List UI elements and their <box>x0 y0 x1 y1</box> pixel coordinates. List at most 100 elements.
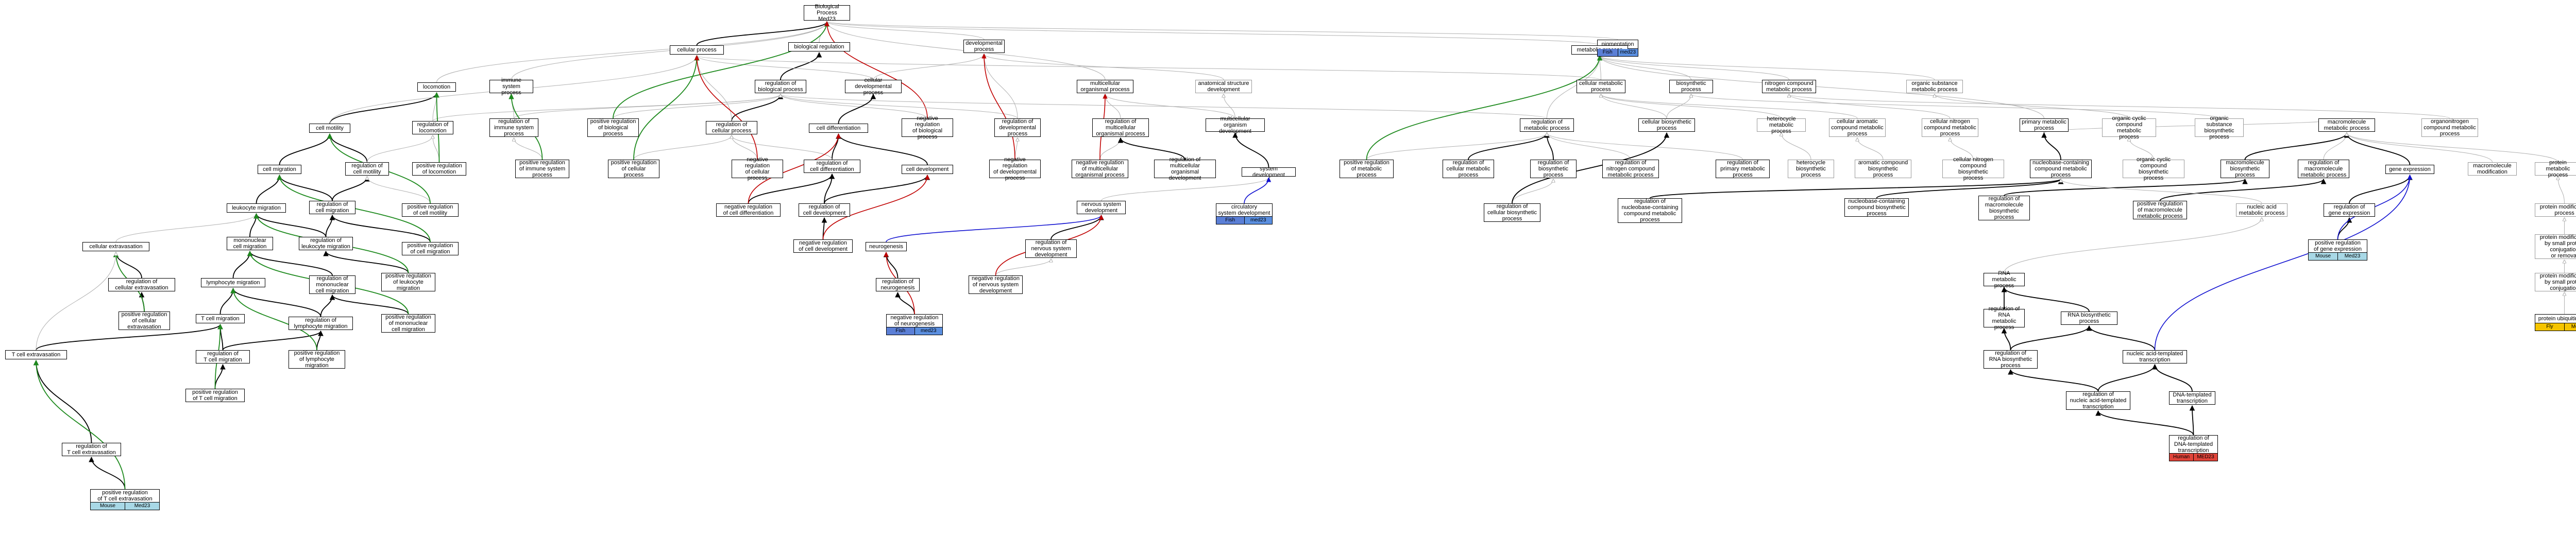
go-term-node[interactable]: positive regulation of cellular process <box>608 160 659 178</box>
go-term-node[interactable]: positive regulation of T cell extravasat… <box>90 489 160 503</box>
go-term-node[interactable]: negative regulation of cell differentiat… <box>716 203 781 217</box>
go-term-node[interactable]: regulation of cell development <box>799 203 850 217</box>
go-term-node[interactable]: organic cyclic compound biosynthetic pro… <box>2123 157 2184 181</box>
go-term-node[interactable]: biological regulation <box>788 42 850 51</box>
go-term-node[interactable]: protein modification process <box>2535 203 2576 217</box>
go-term-node[interactable]: locomotion <box>417 82 456 92</box>
go-term-node[interactable]: regulation of leukocyte migration <box>299 237 353 250</box>
go-term-node[interactable]: organic substance biosynthetic process <box>2195 115 2244 140</box>
go-term-node[interactable]: regulation of cellular process <box>706 121 757 134</box>
go-term-node[interactable]: primary metabolic process <box>2020 118 2069 132</box>
go-term-node[interactable]: multicellular organismal process <box>1077 80 1133 93</box>
go-term-node[interactable]: macromolecule metabolic process <box>2318 118 2375 132</box>
go-term-node[interactable]: regulation of cell migration <box>309 201 355 214</box>
go-term-node[interactable]: anatomical structure development <box>1195 80 1252 93</box>
go-term-node[interactable]: regulation of multicellular organismal p… <box>1092 118 1149 137</box>
go-term-node[interactable]: regulation of neurogenesis <box>876 278 920 291</box>
go-term-node[interactable]: cell differentiation <box>809 124 868 133</box>
go-term-node[interactable]: positive regulation of lymphocyte migrat… <box>289 350 345 369</box>
go-term-node[interactable]: positive regulation of leukocyte migrati… <box>381 273 435 291</box>
go-term-node[interactable]: regulation of nervous system development <box>1025 239 1077 258</box>
go-term-node[interactable]: regulation of immune system process <box>489 118 538 137</box>
go-term-node[interactable]: positive regulation of metabolic process <box>1340 160 1394 178</box>
go-term-node[interactable]: cellular developmental process <box>845 77 902 96</box>
go-term-node[interactable]: cellular process <box>670 45 724 55</box>
go-term-node[interactable]: aromatic compound biosynthetic process <box>1855 160 1911 178</box>
go-term-node[interactable]: Biological Process Med23 <box>804 4 850 22</box>
go-term-node[interactable]: regulation of primary metabolic process <box>1716 160 1770 178</box>
go-term-node[interactable]: protein metabolic process <box>2535 160 2576 178</box>
go-term-node[interactable]: regulation of gene expression <box>2324 203 2375 217</box>
go-term-node[interactable]: nucleobase-containing compound biosynthe… <box>1844 198 1909 217</box>
go-term-node[interactable]: gene expression <box>2385 165 2434 174</box>
go-term-node[interactable]: positive regulation of locomotion <box>412 162 466 176</box>
go-term-node[interactable]: regulation of macromolecule metabolic pr… <box>2298 160 2349 178</box>
go-term-node[interactable]: neurogenesis <box>866 242 907 251</box>
go-term-node[interactable]: regulation of nucleic acid-templated tra… <box>2066 391 2130 410</box>
go-term-node[interactable]: cellular nitrogen compound biosynthetic … <box>1942 157 2004 181</box>
go-term-node[interactable]: developmental process <box>963 40 1005 53</box>
go-term-node[interactable]: negative regulation of nervous system de… <box>969 275 1023 294</box>
go-term-node[interactable]: negative regulation of neurogenesis <box>886 314 943 327</box>
go-term-node[interactable]: regulation of nucleobase-containing comp… <box>1618 198 1682 223</box>
go-term-node[interactable]: cellular nitrogen compound metabolic pro… <box>1922 118 1978 137</box>
go-term-node[interactable]: T cell migration <box>196 314 245 323</box>
go-term-node[interactable]: regulation of DNA-templated transcriptio… <box>2169 435 2218 454</box>
go-term-node[interactable]: DNA-templated transcription <box>2169 391 2215 405</box>
go-term-node[interactable]: organonitrogen compound metabolic proces… <box>2421 118 2478 137</box>
go-term-node[interactable]: regulation of biosynthetic process <box>1530 160 1577 178</box>
go-term-node[interactable]: nucleobase-containing compound metabolic… <box>2030 160 2092 178</box>
go-term-node[interactable]: positive regulation of mononuclear cell … <box>381 314 435 333</box>
go-term-node[interactable]: regulation of cellular extravasation <box>108 278 175 291</box>
go-term-node[interactable]: cellular biosynthetic process <box>1638 118 1695 132</box>
go-term-node[interactable]: regulation of cell differentiation <box>804 160 860 173</box>
go-term-node[interactable]: regulation of developmental process <box>994 118 1041 137</box>
go-term-node[interactable]: nucleic acid metabolic process <box>2236 203 2287 217</box>
go-term-node[interactable]: biosynthetic process <box>1669 80 1713 93</box>
go-term-node[interactable]: system development <box>1242 166 1296 178</box>
go-term-node[interactable]: regulation of cell motility <box>345 162 389 176</box>
go-term-node[interactable]: positive regulation of cellular extravas… <box>118 311 170 330</box>
go-term-node[interactable]: organic cyclic compound metabolic proces… <box>2102 115 2156 140</box>
go-term-node[interactable]: cellular metabolic process <box>1577 80 1625 93</box>
go-term-node[interactable]: multicellular organism development <box>1206 116 1265 134</box>
go-term-node[interactable]: macromolecule modification <box>2468 162 2517 176</box>
go-term-node[interactable]: cellular extravasation <box>82 242 149 251</box>
go-term-node[interactable]: regulation of metabolic process <box>1520 118 1574 132</box>
go-term-node[interactable]: regulation of RNA biosynthetic process <box>1984 350 2038 369</box>
go-term-node[interactable]: cell migration <box>258 165 301 174</box>
go-term-node[interactable]: regulation of RNA metabolic process <box>1984 306 2025 331</box>
go-term-node[interactable]: negative regulation of cellular process <box>732 157 783 181</box>
go-term-node[interactable]: positive regulation of cell motility <box>402 203 459 217</box>
go-term-node[interactable]: negative regulation of developmental pro… <box>989 157 1041 181</box>
go-term-node[interactable]: negative regulation of multicellular org… <box>1072 160 1128 178</box>
go-term-node[interactable]: positive regulation of biological proces… <box>587 118 639 137</box>
go-term-node[interactable]: lymphocyte migration <box>201 278 265 287</box>
go-term-node[interactable]: protein modification by small protein co… <box>2535 273 2576 291</box>
go-term-node[interactable]: negative regulation of cell development <box>793 239 853 253</box>
go-term-node[interactable]: nucleic acid-templated transcription <box>2123 350 2187 363</box>
go-term-node[interactable]: nitrogen compound metabolic process <box>1762 80 1816 93</box>
go-term-node[interactable]: negative regulation of biological proces… <box>902 115 953 140</box>
go-term-node[interactable]: cell motility <box>309 124 350 133</box>
go-term-node[interactable]: regulation of lymphocyte migration <box>289 317 353 330</box>
go-term-node[interactable]: regulation of T cell extravasation <box>62 443 121 456</box>
go-term-node[interactable]: nervous system development <box>1077 201 1126 214</box>
go-term-node[interactable]: organic substance metabolic process <box>1906 80 1963 93</box>
go-term-node[interactable]: RNA metabolic process <box>1984 270 2025 289</box>
go-term-node[interactable]: regulation of locomotion <box>412 121 453 134</box>
go-term-node[interactable]: mononuclear cell migration <box>227 237 273 250</box>
go-term-node[interactable]: positive regulation of T cell migration <box>185 389 245 402</box>
go-term-node[interactable]: regulation of cellular metabolic process <box>1443 160 1494 178</box>
go-term-node[interactable]: cell development <box>902 165 953 174</box>
go-term-node[interactable]: leukocyte migration <box>227 203 286 213</box>
go-term-node[interactable]: circulatory system development <box>1216 203 1273 217</box>
go-term-node[interactable]: regulation of multicellular organismal d… <box>1154 157 1216 181</box>
go-term-node[interactable]: regulation of cellular biosynthetic proc… <box>1484 203 1540 222</box>
go-term-node[interactable]: macromolecule biosynthetic process <box>2221 160 2269 178</box>
go-term-node[interactable]: positive regulation of macromolecule met… <box>2133 201 2187 219</box>
go-term-node[interactable]: positive regulation of gene expression <box>2308 239 2367 253</box>
go-term-node[interactable]: regulation of biological process <box>755 80 806 93</box>
go-term-node[interactable]: cellular aromatic compound metabolic pro… <box>1829 118 1886 137</box>
go-term-node[interactable]: regulation of nitrogen compound metaboli… <box>1602 160 1659 178</box>
